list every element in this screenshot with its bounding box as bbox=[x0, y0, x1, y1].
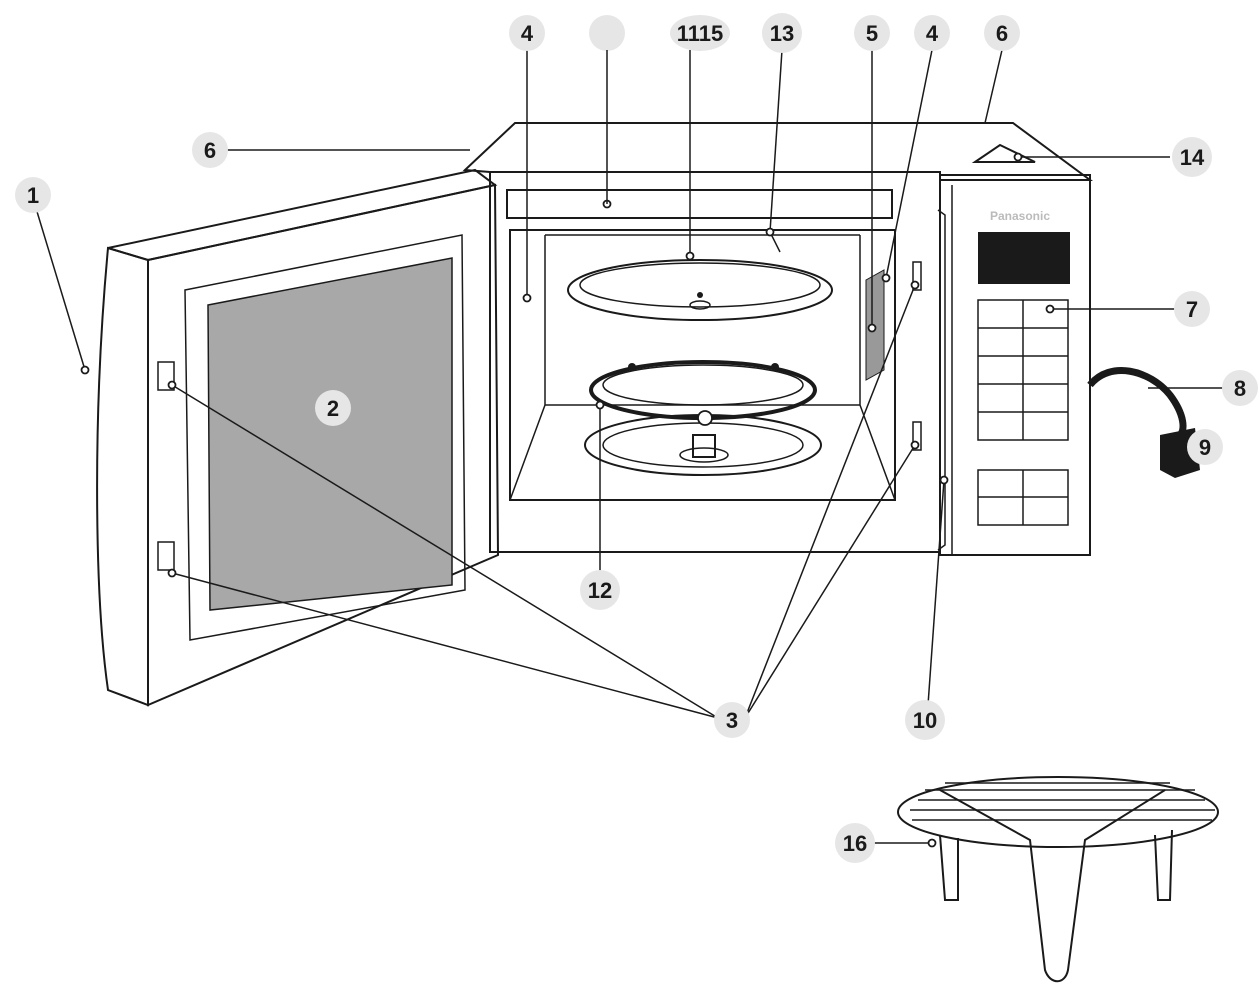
leader-lines bbox=[34, 49, 1225, 844]
glass-tray bbox=[567, 259, 833, 321]
wire-rack bbox=[897, 776, 1219, 983]
svg-text:1: 1 bbox=[27, 183, 39, 208]
svg-text:2: 2 bbox=[327, 396, 339, 421]
svg-text:6: 6 bbox=[996, 21, 1008, 46]
door-hook-top bbox=[157, 361, 175, 391]
callout-1: 1 bbox=[15, 177, 51, 213]
display bbox=[978, 232, 1070, 284]
callout-12: 12 bbox=[580, 570, 620, 610]
svg-text:1115: 1115 bbox=[677, 21, 724, 46]
control-panel-details: Panasonic bbox=[977, 209, 1070, 526]
callout-3: 3 bbox=[714, 702, 750, 738]
callout-10: 10 bbox=[905, 700, 945, 740]
svg-text:4: 4 bbox=[521, 21, 534, 46]
callout-4-right: 4 bbox=[914, 15, 950, 51]
door-hook-bottom bbox=[157, 541, 175, 571]
callout-1115: 1115 bbox=[670, 15, 730, 51]
svg-text:3: 3 bbox=[726, 708, 738, 733]
callout-9: 9 bbox=[1187, 429, 1223, 465]
svg-text:7: 7 bbox=[1186, 297, 1198, 322]
power-cord bbox=[1087, 367, 1187, 438]
callout-6-right: 6 bbox=[984, 15, 1020, 51]
door-window bbox=[207, 257, 453, 611]
callout-5: 5 bbox=[854, 15, 890, 51]
oven-body bbox=[462, 122, 1094, 556]
callout-13: 13 bbox=[762, 13, 802, 53]
oven-door bbox=[96, 168, 500, 707]
grill-heater bbox=[506, 189, 893, 219]
svg-text:13: 13 bbox=[770, 21, 794, 46]
svg-text:4: 4 bbox=[926, 21, 939, 46]
svg-text:6: 6 bbox=[204, 138, 216, 163]
control-panel bbox=[939, 174, 1091, 556]
anchor-dots bbox=[80, 152, 1055, 848]
svg-text:16: 16 bbox=[843, 831, 867, 856]
callout-6-left: 6 bbox=[192, 132, 228, 168]
latch-hole-top bbox=[912, 261, 922, 291]
brand-logo: Panasonic bbox=[990, 209, 1050, 223]
callout-8: 8 bbox=[1222, 370, 1258, 406]
callout-blank bbox=[589, 15, 625, 204]
svg-text:10: 10 bbox=[913, 708, 937, 733]
callout-14: 14 bbox=[1172, 137, 1212, 177]
svg-text:8: 8 bbox=[1234, 376, 1246, 401]
svg-text:9: 9 bbox=[1199, 435, 1211, 460]
roller-ring bbox=[584, 360, 822, 476]
callout-2: 2 bbox=[315, 390, 351, 426]
callout-7: 7 bbox=[1174, 291, 1210, 327]
callout-4-left: 4 bbox=[509, 15, 545, 51]
latch-hole-bottom bbox=[912, 421, 922, 451]
callout-16: 16 bbox=[835, 823, 875, 863]
svg-text:14: 14 bbox=[1180, 145, 1205, 170]
svg-text:5: 5 bbox=[866, 21, 878, 46]
svg-text:12: 12 bbox=[588, 578, 612, 603]
